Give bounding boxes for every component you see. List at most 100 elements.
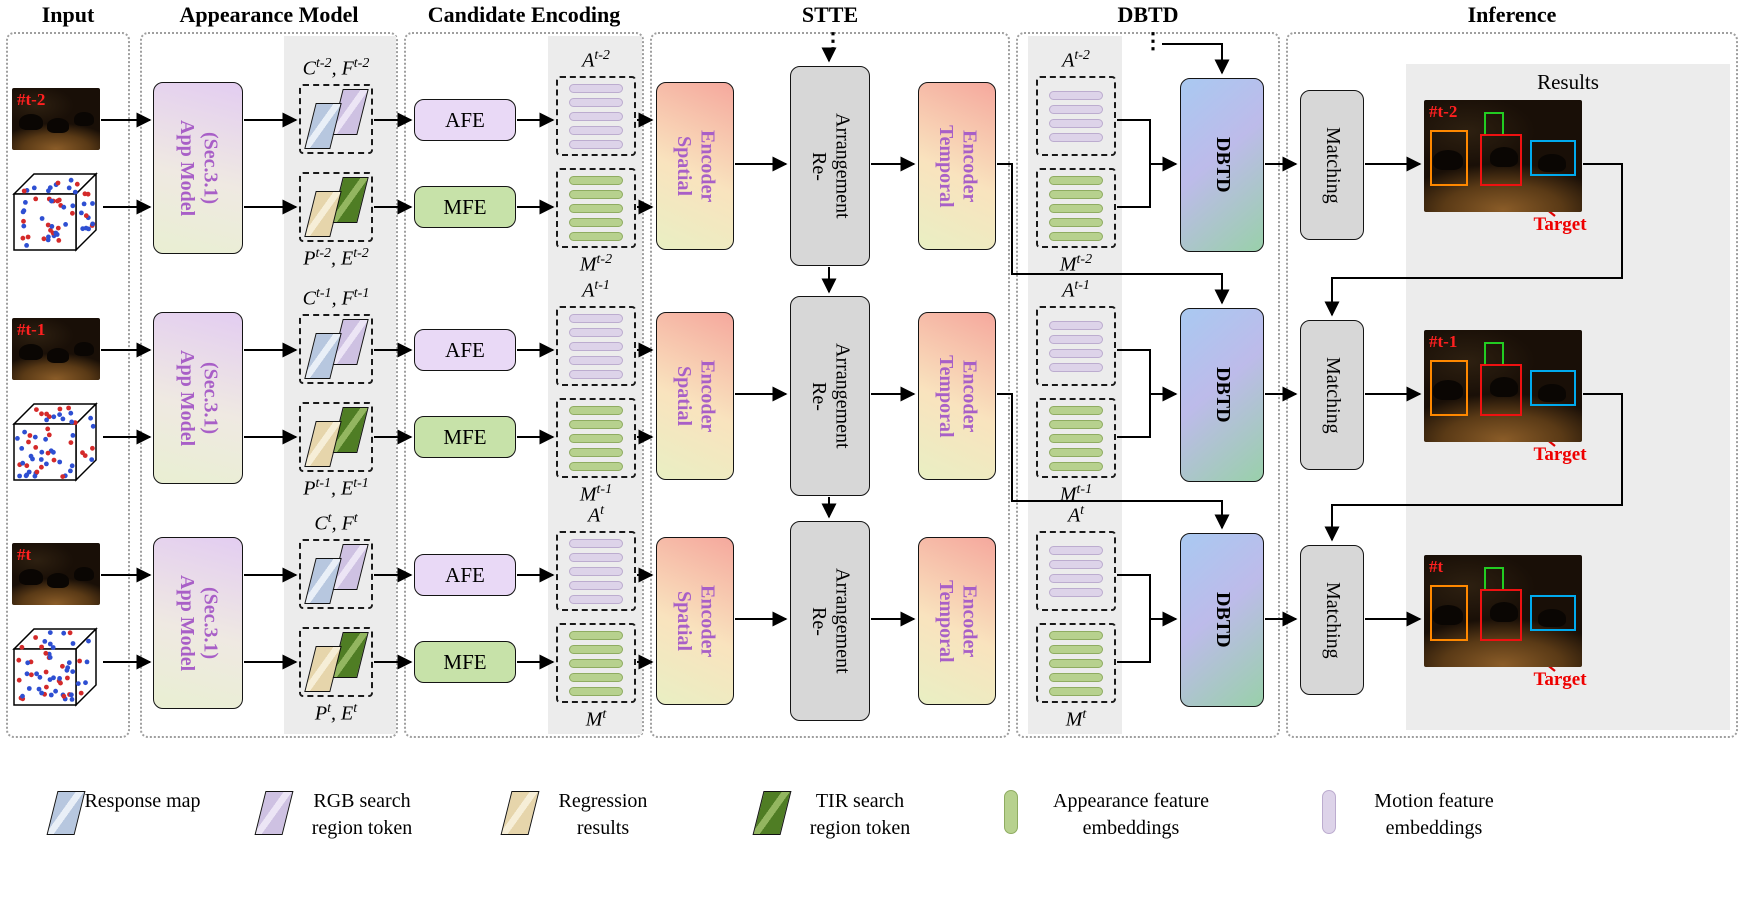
result-frame-label: #t-1 xyxy=(1429,332,1458,351)
spatial-encoder-label2: Encoder xyxy=(696,129,719,203)
cf-tokens-label: Ct, Ft xyxy=(314,511,358,535)
dbtd-a-label: At-2 xyxy=(1062,48,1090,72)
green-bbox xyxy=(1484,342,1504,366)
m-embedding-label: Mt xyxy=(585,707,607,731)
mfe-box: MFE xyxy=(414,641,516,683)
pe-token-stack xyxy=(299,172,373,242)
re-arrangement-box: Re-Arrangement xyxy=(790,296,870,496)
frame-label: #t-2 xyxy=(17,90,46,109)
legend-icon-rgb-search-token xyxy=(254,790,294,836)
dbtd-m-label: Mt-2 xyxy=(1059,252,1093,276)
re-arrangement-label2: Arrangement xyxy=(831,113,854,219)
app-model-box: App Model(Sec.3.1) xyxy=(153,312,243,484)
dbtd-box: DBTD xyxy=(1180,78,1264,252)
inference-column xyxy=(1286,32,1738,738)
dbtd-m-label: Mt-1 xyxy=(1059,482,1093,506)
dbtd-appearance-stack xyxy=(1036,76,1116,156)
green-bbox xyxy=(1484,112,1504,136)
header-appearance-model: Appearance Model xyxy=(179,2,359,27)
green-bbox xyxy=(1484,567,1504,591)
mfe-box: MFE xyxy=(414,416,516,458)
result-image: #t-2 xyxy=(1424,100,1582,212)
legend-icon-tir-search-token xyxy=(752,790,792,836)
legend-label: Appearance feature embeddings xyxy=(1053,790,1209,839)
cf-token-stack xyxy=(299,314,373,384)
header-stte: STTE xyxy=(801,2,859,27)
spatial-encoder-label: Spatial xyxy=(673,135,695,197)
pe-tokens-label: Pt, Et xyxy=(314,701,358,725)
matching-box: Matching xyxy=(1300,545,1364,695)
legend-label: Response map xyxy=(84,790,201,812)
stte-column xyxy=(650,32,1010,738)
result-image: #t xyxy=(1424,555,1582,667)
bird-silhouette xyxy=(1433,150,1464,171)
frame-label: #t xyxy=(17,545,32,564)
bird-silhouette xyxy=(1490,147,1519,168)
dbtd-a-label: At-1 xyxy=(1062,278,1090,302)
pe-token-stack xyxy=(299,627,373,697)
input-frame-photo: #t-1 xyxy=(12,318,100,380)
result-frame-label: #t-2 xyxy=(1429,102,1458,121)
afe-box: AFE xyxy=(414,554,516,596)
appearance-embedding-stack xyxy=(556,76,636,156)
cyan-bbox xyxy=(1530,140,1576,176)
bird-silhouette xyxy=(47,117,70,133)
target-label: Target xyxy=(1533,214,1587,235)
matching-box: Matching xyxy=(1300,90,1364,240)
dbtd-box: DBTD xyxy=(1180,308,1264,482)
afe-label: AFE xyxy=(445,107,485,132)
app-model-box: App Model(Sec.3.1) xyxy=(153,82,243,254)
cyan-bbox xyxy=(1530,370,1576,406)
matching-box: Matching xyxy=(1300,320,1364,470)
appearance-embedding-stack xyxy=(556,306,636,386)
cf-token-stack xyxy=(299,84,373,154)
m-embedding-label: Mt-1 xyxy=(579,482,613,506)
red-bbox xyxy=(1480,364,1522,416)
appearance-model-column xyxy=(140,32,398,738)
a-embedding-label: At-1 xyxy=(582,278,610,302)
header-input: Input xyxy=(41,2,95,27)
dbtd-motion-stack xyxy=(1036,168,1116,248)
legend-label: RGB search region token xyxy=(311,790,413,839)
afe-box: AFE xyxy=(414,329,516,371)
cf-tokens-label: Ct-1, Ft-1 xyxy=(302,286,370,310)
bird-silhouette xyxy=(1537,153,1566,172)
point-cloud-cube xyxy=(8,166,102,254)
header-candidate-encoding: Candidate Encoding xyxy=(427,2,621,27)
dbtd-box: DBTD xyxy=(1180,533,1264,707)
pe-token-stack xyxy=(299,402,373,472)
legend-label: TIR search region token xyxy=(809,790,911,839)
motion-embedding-stack xyxy=(556,623,636,703)
stte-continuation-dots: ⋮ xyxy=(822,28,844,53)
motion-embedding-stack xyxy=(556,398,636,478)
mfe-box: MFE xyxy=(414,186,516,228)
input-frame-photo: #t xyxy=(12,543,100,605)
legend-label: Motion feature embeddings xyxy=(1374,790,1494,839)
input-frame-photo: #t-2 xyxy=(12,88,100,150)
app-model-box: App Model(Sec.3.1) xyxy=(153,537,243,709)
red-bbox xyxy=(1480,134,1522,186)
dbtd-motion-stack xyxy=(1036,623,1116,703)
re-arrangement-box: Re-Arrangement xyxy=(790,521,870,721)
orange-bbox xyxy=(1430,360,1468,416)
legend-icon-motion-embedding xyxy=(1322,790,1336,834)
cyan-bbox xyxy=(1530,595,1576,631)
frame-label: #t-1 xyxy=(17,320,46,339)
red-bbox xyxy=(1480,589,1522,641)
legend-icon-regression-results xyxy=(500,790,540,836)
temporal-encoder-label2: Encoder xyxy=(958,129,981,203)
appearance-embedding-stack xyxy=(556,531,636,611)
matching-label: Matching xyxy=(1321,126,1344,204)
dbtd-appearance-stack xyxy=(1036,531,1116,611)
input-column xyxy=(6,32,130,738)
cf-token-stack xyxy=(299,539,373,609)
result-image: #t-1 xyxy=(1424,330,1582,442)
dbtd-motion-stack xyxy=(1036,398,1116,478)
dbtd-a-label: At xyxy=(1067,503,1085,527)
